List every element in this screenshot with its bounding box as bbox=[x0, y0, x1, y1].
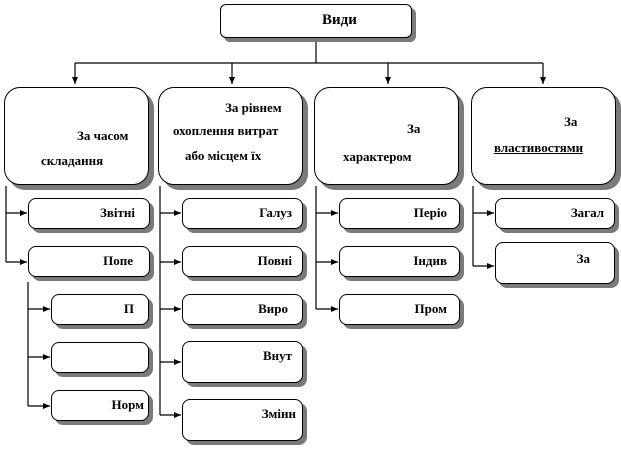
col2-item-3: Виро bbox=[182, 294, 303, 325]
col1-item-1: Звітні bbox=[28, 198, 150, 229]
col1-sub-item-3: Норм bbox=[51, 390, 149, 421]
root-label: Види bbox=[322, 12, 357, 28]
col1-sub-item-3-label: Норм bbox=[111, 397, 145, 412]
col2-item-1-label: Галуз bbox=[259, 205, 292, 220]
col2-item-1: Галуз bbox=[182, 198, 303, 229]
col2-item-5: Змінн bbox=[182, 399, 303, 441]
col3-item-1-label: Періо bbox=[413, 205, 447, 220]
col1-item-2-label: Попе bbox=[103, 253, 133, 268]
col2-item-4: Внут bbox=[182, 341, 303, 383]
category-time-line-1: За часом bbox=[77, 128, 129, 143]
col1-item-1-label: Звітні bbox=[100, 205, 135, 220]
col4-item-1: Загал bbox=[495, 198, 615, 229]
col3-item-3: Пром bbox=[339, 294, 460, 325]
category-coverage: За рівнем охоплення витрат або місцем їх bbox=[158, 87, 303, 185]
category-character-line-2: характером bbox=[343, 149, 412, 164]
col4-item-2-label: За bbox=[576, 251, 590, 266]
col2-item-4-label: Внут bbox=[262, 348, 292, 363]
col3-item-1: Періо bbox=[339, 198, 460, 229]
category-character-line-1: За bbox=[407, 121, 421, 136]
col2-item-5-label: Змінн bbox=[261, 406, 296, 421]
col1-sub-item-1-label: П bbox=[123, 301, 134, 316]
col3-item-2-label: Індив bbox=[413, 253, 447, 268]
col1-sub-item-1: П bbox=[51, 294, 149, 325]
category-properties-line-1: За bbox=[564, 114, 578, 129]
category-time-line-2: складання bbox=[41, 153, 104, 168]
col3-item-3-label: Пром bbox=[414, 301, 447, 316]
col2-item-2: Повні bbox=[182, 246, 303, 277]
col2-item-2-label: Повні bbox=[257, 253, 292, 268]
category-time: За часом складання bbox=[4, 87, 149, 185]
col1-item-2: Попе bbox=[28, 246, 150, 277]
col4-item-1-label: Загал bbox=[570, 205, 604, 220]
col4-item-2: За bbox=[495, 242, 615, 284]
col3-item-2: Індив bbox=[339, 246, 460, 277]
category-coverage-line-1: За рівнем bbox=[225, 100, 282, 115]
category-character: За характером bbox=[314, 87, 459, 185]
category-coverage-line-3: або місцем їх bbox=[185, 148, 262, 163]
category-properties-line-2: властивостями bbox=[494, 140, 584, 155]
root-node: Види bbox=[220, 4, 412, 38]
category-properties: За властивостями bbox=[471, 87, 616, 185]
col2-item-3-label: Виро bbox=[258, 301, 288, 316]
col1-sub-item-2 bbox=[51, 342, 149, 373]
category-coverage-line-2: охоплення витрат bbox=[173, 123, 279, 138]
